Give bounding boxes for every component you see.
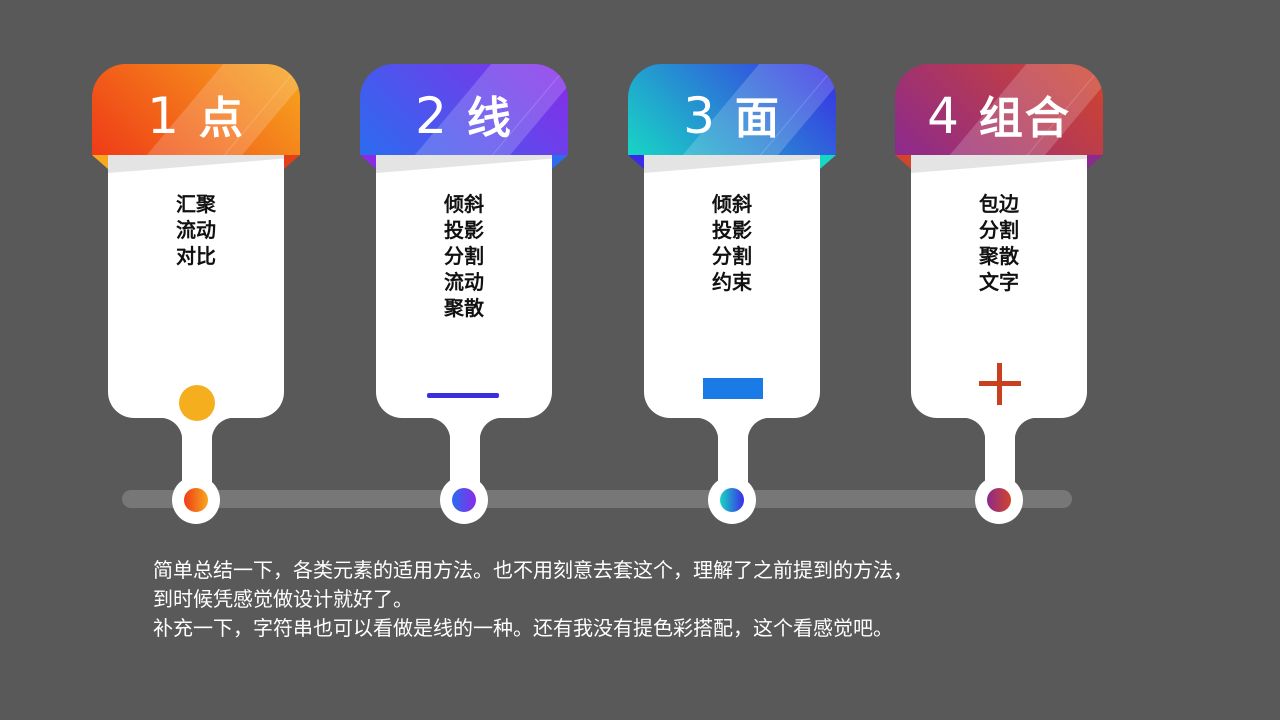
fold-left [360, 155, 376, 169]
rectangle-icon [703, 378, 763, 399]
timeline-node [975, 476, 1023, 524]
timeline-node [172, 476, 220, 524]
timeline-track [122, 490, 1072, 508]
fold-left [895, 155, 911, 169]
timeline-node [440, 476, 488, 524]
fold-right [284, 155, 300, 169]
card-body: 倾斜投影分割流动聚散 [376, 155, 552, 418]
card-body: 包边分割聚散文字 [911, 155, 1087, 418]
dot-icon [179, 385, 215, 421]
line-icon [427, 393, 499, 398]
timeline-node [708, 476, 756, 524]
fold-right [820, 155, 836, 169]
fold-right [1087, 155, 1103, 169]
card-body: 汇聚流动对比 [108, 155, 284, 421]
fold-left [92, 155, 108, 169]
fold-right [552, 155, 568, 169]
fold-left [628, 155, 644, 169]
plus-icon [979, 363, 1021, 405]
card-body: 倾斜投影分割约束 [644, 155, 820, 418]
summary-text: 简单总结一下，各类元素的适用方法。也不用刻意去套这个，理解了之前提到的方法，到时… [153, 558, 913, 640]
